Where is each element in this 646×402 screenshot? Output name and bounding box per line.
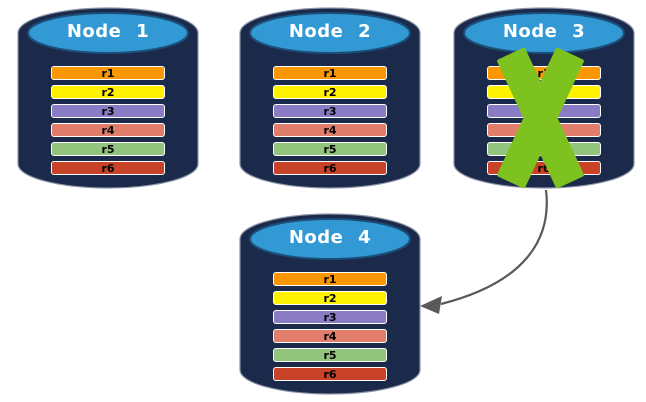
replica-row: r2	[273, 291, 387, 305]
replica-rows: r1 r2 r3 r4 r5 r6	[273, 272, 387, 386]
node-title: Node 4	[288, 227, 372, 248]
replica-row-label: r3	[323, 310, 337, 324]
cylinder-top	[463, 12, 625, 54]
replica-row: r5	[51, 142, 165, 156]
replica-row-label: r2	[323, 85, 337, 99]
replica-row-label: r5	[101, 142, 115, 156]
cylinder-top	[249, 12, 411, 54]
replica-row: r4	[51, 123, 165, 137]
replica-row-label: r3	[101, 104, 115, 118]
replica-row-label: r6	[323, 367, 337, 381]
replica-row-label: r1	[323, 66, 337, 80]
replica-row: r5	[273, 142, 387, 156]
replica-row-label: r1	[101, 66, 115, 80]
replica-rows: r1 r2 r3 r4 r5 r6	[51, 66, 165, 180]
transfer-arrow-line	[440, 189, 548, 306]
node-4: Node 4 r1 r2 r3 r4 r5 r6	[238, 212, 422, 398]
replica-row: r3	[273, 104, 387, 118]
replica-row: r1	[273, 66, 387, 80]
replica-row-label: r1	[323, 272, 337, 286]
node-title: Node 1	[66, 21, 150, 42]
replica-row: r6	[273, 367, 387, 381]
replica-row: r1	[51, 66, 165, 80]
replica-row-label: r6	[537, 161, 551, 175]
replica-row: r3	[51, 104, 165, 118]
replica-row-label: r4	[323, 329, 337, 343]
node-3: Node 3 r1 r2 r3 r4 r5 r6	[452, 6, 636, 192]
cylinder-top	[249, 218, 411, 260]
replica-rows: r1 r2 r3 r4 r5 r6	[273, 66, 387, 180]
cylinder-top	[27, 12, 189, 54]
node-1: Node 1 r1 r2 r3 r4 r5 r6	[16, 6, 200, 192]
replica-row: r4	[273, 123, 387, 137]
transfer-arrow-head	[420, 296, 442, 314]
node-2: Node 2 r1 r2 r3 r4 r5 r6	[238, 6, 422, 192]
replica-row-label: r6	[101, 161, 115, 175]
replica-row-label: r2	[323, 291, 337, 305]
replica-row: r4	[273, 329, 387, 343]
replica-row-label: r2	[101, 85, 115, 99]
replica-row: r5	[273, 348, 387, 362]
replica-row-label: r3	[323, 104, 337, 118]
replica-row: r3	[273, 310, 387, 324]
node-title: Node 3	[502, 21, 586, 42]
replica-row-label: r4	[323, 123, 337, 137]
replica-row: r6	[51, 161, 165, 175]
replica-row-label: r5	[323, 348, 337, 362]
replica-row: r1	[273, 272, 387, 286]
replica-row: r6	[273, 161, 387, 175]
replica-row-label: r5	[323, 142, 337, 156]
node-title: Node 2	[288, 21, 372, 42]
replica-row-label: r6	[323, 161, 337, 175]
replica-row: r2	[51, 85, 165, 99]
replica-row: r2	[273, 85, 387, 99]
replica-row-label: r4	[101, 123, 115, 137]
